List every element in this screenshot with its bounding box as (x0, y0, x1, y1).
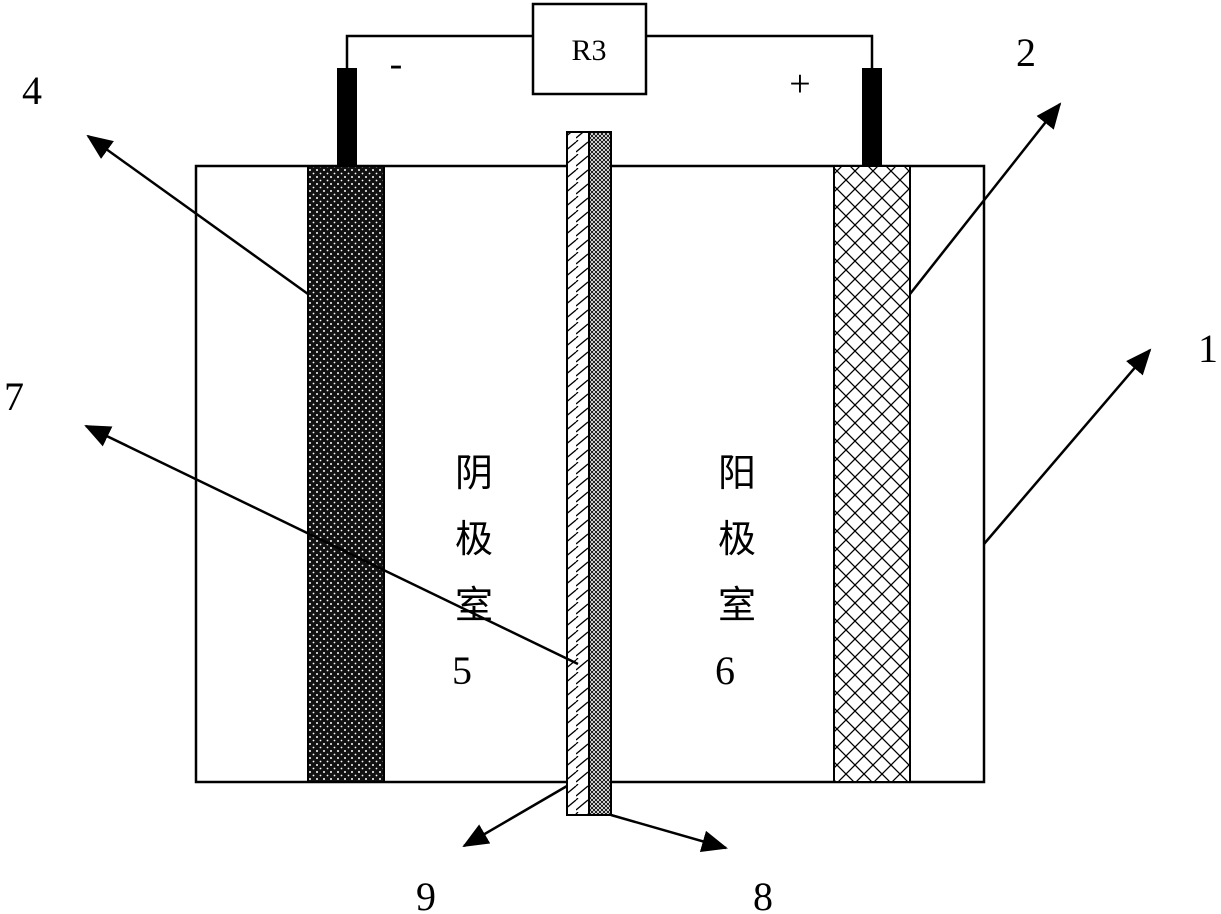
cathode-chamber-char-2: 极 (455, 517, 493, 561)
cathode-terminal (337, 68, 357, 168)
membrane-layer-diagonal (566, 131, 590, 816)
callout-4: 4 (22, 68, 42, 113)
callout-2: 2 (1016, 30, 1036, 75)
negative-sign: - (390, 43, 403, 85)
leader-arrow-1 (983, 348, 1152, 545)
membrane-layer-mesh (588, 131, 612, 816)
cathode-chamber-number: 5 (452, 648, 472, 693)
cathode-chamber-char-1: 阴 (455, 451, 493, 495)
positive-sign: + (789, 63, 810, 105)
anode-chamber-char-1: 阳 (718, 451, 756, 495)
cathode-electrode (307, 165, 385, 783)
resistor-label: R3 (571, 34, 606, 67)
leader-arrow-4 (86, 134, 309, 296)
wire-negative (345, 34, 533, 70)
anode-chamber-char-3: 室 (718, 583, 756, 627)
leader-arrow-9 (462, 784, 568, 848)
leader-arrow-2 (909, 102, 1062, 295)
callout-7: 7 (4, 374, 24, 419)
anode-terminal (862, 68, 882, 168)
anode-electrode (833, 165, 911, 783)
leader-arrow-7 (84, 424, 579, 666)
anode-chamber-number: 6 (715, 648, 735, 693)
wire-positive (646, 34, 874, 70)
callout-1: 1 (1198, 326, 1218, 371)
callout-8: 8 (753, 874, 773, 914)
anode-chamber-char-2: 极 (718, 517, 756, 561)
callout-9: 9 (416, 874, 436, 914)
leader-arrow-8 (610, 813, 728, 852)
resistor-box (531, 2, 648, 96)
